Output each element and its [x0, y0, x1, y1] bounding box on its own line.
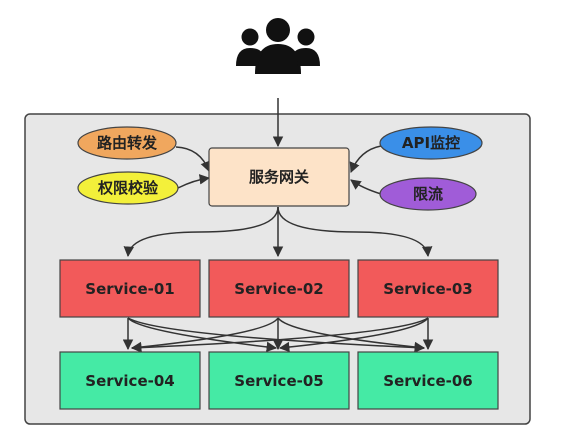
- service-box: Service-06: [357, 351, 499, 410]
- feature-rate-limit-label: 限流: [413, 185, 443, 203]
- service-label: Service-06: [383, 372, 472, 390]
- feature-rate-limit: 限流: [379, 177, 477, 211]
- service-box: Service-02: [208, 259, 350, 318]
- service-box: Service-04: [59, 351, 201, 410]
- monitor-arrow: [349, 145, 382, 173]
- service-label: Service-03: [383, 280, 472, 298]
- feature-auth: 权限校验: [77, 171, 179, 205]
- feature-routing: 路由转发: [77, 126, 177, 160]
- service-label: Service-02: [234, 280, 323, 298]
- service-mesh-arrows: [122, 317, 434, 353]
- users-icon: [236, 18, 320, 74]
- rate-limit-arrow: [350, 179, 382, 195]
- feature-monitor: API监控: [379, 126, 483, 160]
- gateway-to-service-01-arrow: [123, 206, 279, 258]
- service-box: Service-01: [59, 259, 201, 318]
- service-label: Service-04: [85, 372, 174, 390]
- feature-auth-label: 权限校验: [97, 179, 159, 197]
- service-label: Service-01: [85, 280, 174, 298]
- feature-monitor-label: API监控: [402, 134, 460, 152]
- auth-arrow: [177, 174, 211, 189]
- service-label: Service-05: [234, 372, 323, 390]
- gateway-to-service-03-arrow: [277, 206, 433, 258]
- gateway-box: 服务网关: [208, 147, 350, 207]
- routing-arrow: [175, 146, 211, 172]
- service-box: Service-03: [357, 259, 499, 318]
- service-box: Service-05: [208, 351, 350, 410]
- feature-routing-label: 路由转发: [97, 134, 158, 152]
- gateway-label: 服务网关: [249, 168, 309, 186]
